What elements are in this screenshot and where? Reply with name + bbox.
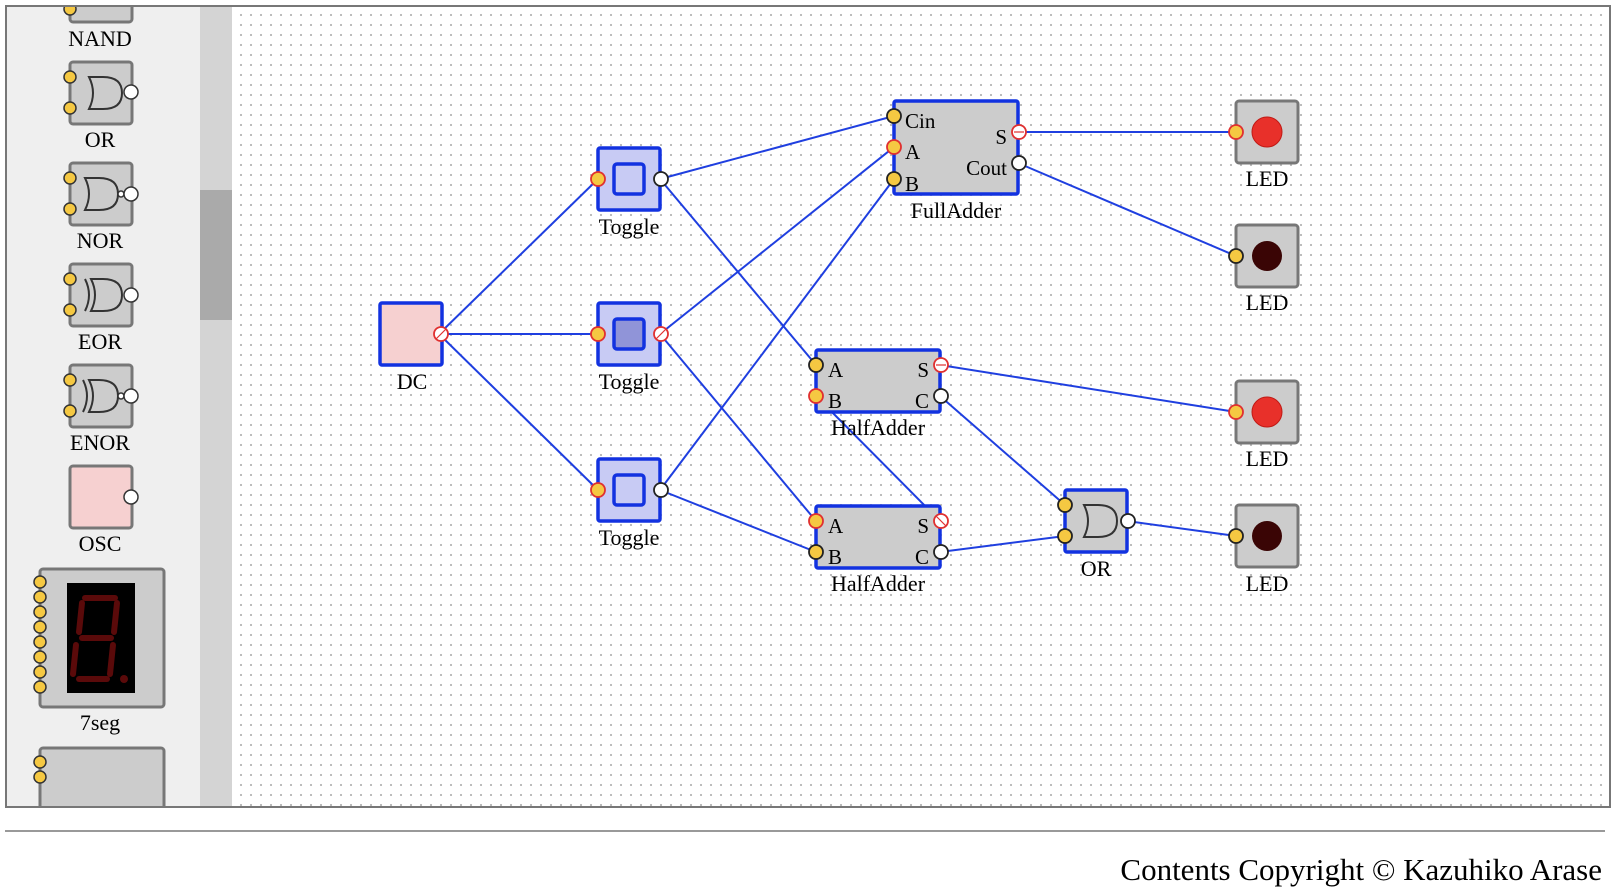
or-gate-icon [87, 76, 124, 110]
pin-label: A [905, 140, 921, 164]
palette-item-or[interactable]: OR [63, 60, 139, 152]
led-label: LED [1246, 166, 1289, 191]
full-adder-label: FullAdder [911, 198, 1002, 223]
wire[interactable] [659, 146, 895, 335]
or-gate-icon [1082, 504, 1119, 538]
half-adder-label: HalfAdder [831, 571, 926, 596]
pin-label: S [995, 125, 1007, 149]
wire[interactable] [659, 115, 895, 180]
wire[interactable] [939, 535, 1066, 553]
nor-gate-icon [83, 177, 120, 211]
palette-item-nand[interactable]: NAND [63, 7, 134, 51]
palette-label-nand: NAND [68, 26, 132, 51]
wire[interactable] [1017, 162, 1237, 257]
palette-label-enor: ENOR [70, 430, 130, 455]
eor-gate-icon [89, 278, 124, 312]
palette-svg: NAND OR NOR [33, 7, 166, 808]
palette-label-eor: EOR [78, 329, 122, 354]
led-label: LED [1246, 290, 1289, 315]
pin-label: C [915, 545, 929, 569]
wire[interactable] [1126, 520, 1237, 537]
dc-label: DC [397, 369, 428, 394]
led-lamp-icon [1251, 116, 1283, 148]
half-adder-label: HalfAdder [831, 415, 926, 440]
full-adder[interactable]: Cin A B S Cout FullAdder [886, 99, 1027, 223]
led-label: LED [1246, 571, 1289, 596]
palette-scrollbar[interactable] [200, 7, 232, 806]
circuit-canvas[interactable]: DC Toggle Toggle [232, 7, 1609, 806]
led-4[interactable]: LED [1228, 503, 1300, 596]
palette-item-nor[interactable]: NOR [63, 161, 139, 253]
palette-label-osc: OSC [79, 531, 122, 556]
toggle-switch-3[interactable]: Toggle [590, 457, 669, 550]
or-gate-label: OR [1081, 556, 1112, 581]
pin-label: S [917, 358, 929, 382]
wire[interactable] [815, 395, 941, 522]
half-adder-2[interactable]: A B S C HalfAdder [808, 504, 949, 596]
circuit-diagram: DC Toggle Toggle [378, 99, 1300, 596]
led-label: LED [1246, 446, 1289, 471]
pin-label: C [915, 389, 929, 413]
enor-gate-icon [87, 379, 120, 413]
led-3[interactable]: LED [1228, 379, 1300, 471]
palette-label-or: OR [85, 127, 116, 152]
wire[interactable] [659, 333, 817, 522]
led-lamp-icon [1252, 241, 1282, 271]
pin-label: S [917, 514, 929, 538]
toggle-label: Toggle [599, 525, 660, 550]
half-adder-1[interactable]: A B S C HalfAdder [808, 348, 949, 440]
wire[interactable] [939, 364, 1237, 413]
palette-item-eor[interactable]: EOR [63, 262, 139, 354]
pin-label: B [828, 389, 842, 413]
toggle-button[interactable] [612, 162, 646, 196]
palette-label-nor: NOR [77, 228, 124, 253]
pin-label: B [905, 172, 919, 196]
wire[interactable] [438, 178, 599, 335]
palette-item-osc[interactable]: OSC [68, 464, 139, 556]
dc-source[interactable]: DC [378, 301, 449, 394]
pin-label: A [828, 358, 844, 382]
led-lamp-icon [1251, 396, 1283, 428]
pin-label: Cout [966, 156, 1007, 180]
toggle-switch-2[interactable]: Toggle [590, 301, 669, 394]
toggle-label: Toggle [599, 369, 660, 394]
pin-label: A [828, 514, 844, 538]
toggle-label: Toggle [599, 214, 660, 239]
palette-label-7seg: 7seg [80, 710, 120, 735]
footer-divider [5, 830, 1605, 832]
led-lamp-icon [1252, 521, 1282, 551]
toggle-button[interactable] [612, 317, 646, 351]
wires [438, 115, 1237, 553]
pin-label: B [828, 545, 842, 569]
or-gate[interactable]: OR [1057, 488, 1136, 581]
palette-scrollbar-thumb[interactable] [200, 190, 232, 320]
copyright-text: Contents Copyright © Kazuhiko Arase [1120, 852, 1602, 887]
palette-item-7seg[interactable]: 7seg [33, 567, 166, 735]
palette-item-enor[interactable]: ENOR [63, 363, 139, 455]
wire[interactable] [659, 178, 895, 491]
toggle-switch-1[interactable]: Toggle [590, 146, 669, 239]
toggle-button[interactable] [612, 473, 646, 507]
pin-label: Cin [905, 109, 936, 133]
wire[interactable] [438, 333, 599, 491]
wire[interactable] [939, 395, 1066, 506]
component-palette: NAND OR NOR [7, 7, 200, 806]
led-2[interactable]: LED [1228, 223, 1300, 315]
led-1[interactable]: LED [1228, 99, 1300, 191]
palette-item-partial[interactable] [33, 746, 166, 808]
circuit-editor: NAND OR NOR [5, 5, 1611, 808]
wire[interactable] [659, 489, 817, 553]
